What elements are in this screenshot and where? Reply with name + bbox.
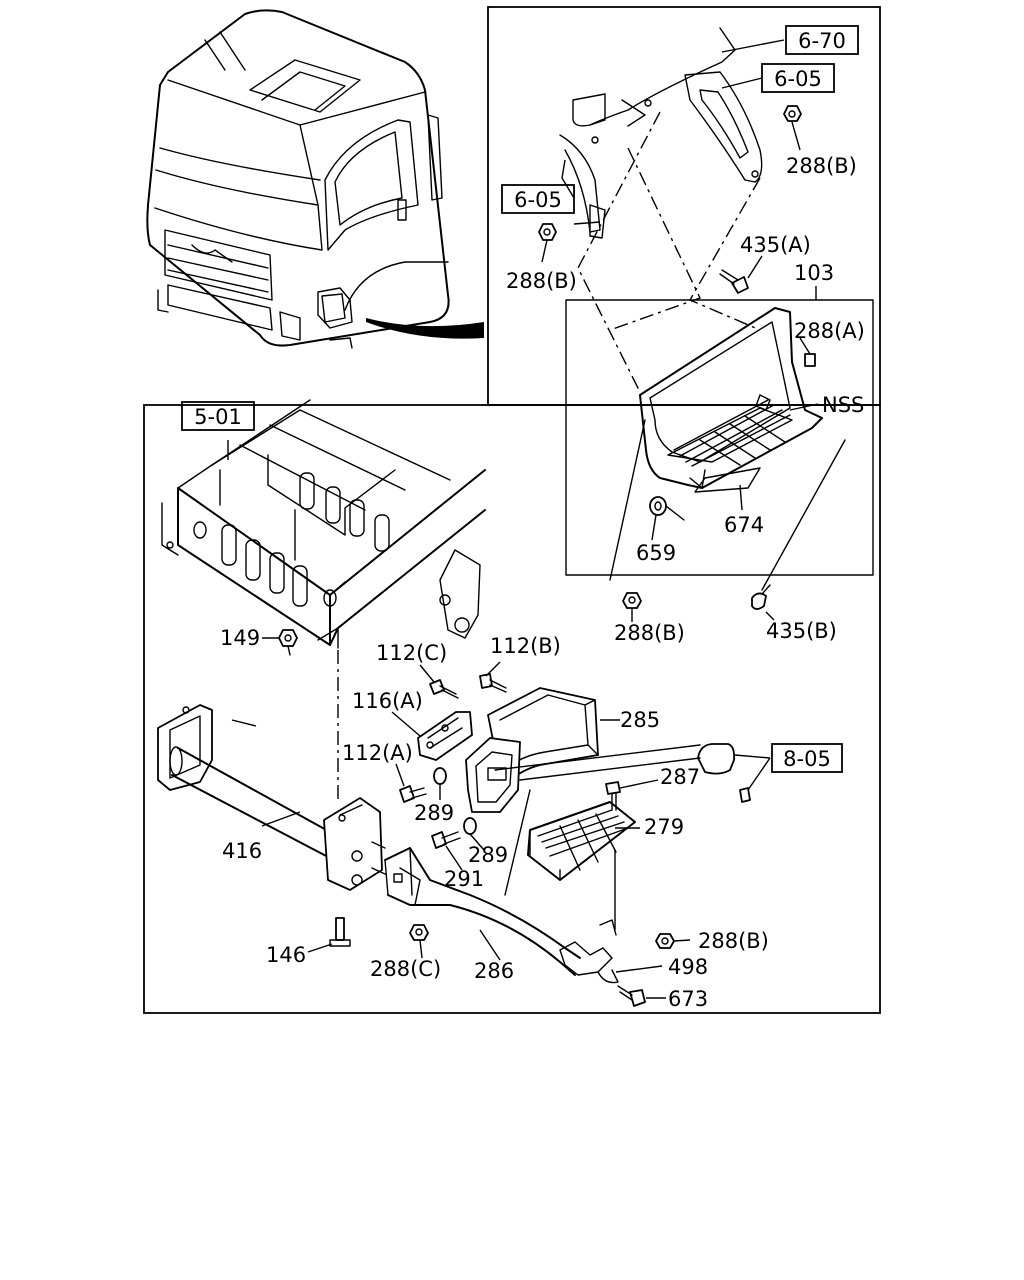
svg-text:6-05: 6-05 (514, 188, 562, 212)
label-659: 659 (636, 541, 676, 565)
ref-box-6-05-upper: 6-05 (761, 63, 835, 93)
label-nss: NSS (822, 393, 864, 417)
label-435b: 435(B) (766, 619, 837, 643)
ref-box-6-70: 6-70 (785, 25, 859, 55)
ref-box-5-01: 5-01 (181, 401, 255, 431)
label-673: 673 (668, 987, 708, 1011)
label-112b: 112(B) (490, 634, 561, 658)
label-285: 285 (620, 708, 660, 732)
label-288c: 288(C) (370, 957, 441, 981)
leader-lines (227, 39, 819, 999)
section-reference-boxes: 6-70 6-05 6-05 5-01 8-05 (181, 25, 859, 773)
label-289: 289 (468, 843, 508, 867)
label-112a: 112(A) (342, 741, 413, 765)
label-288a: 288(A) (794, 319, 865, 343)
diagram-frames (143, 6, 881, 1014)
step-assembly-drawing (609, 269, 846, 610)
part-labels: 288(B) 288(B) 435(A) 103 288(A) NSS 674 … (220, 154, 865, 1011)
label-416: 416 (222, 839, 262, 863)
label-288b: 288(B) (614, 621, 685, 645)
label-288b: 288(B) (786, 154, 857, 178)
label-279: 279 (644, 815, 684, 839)
svg-text:5-01: 5-01 (194, 405, 242, 429)
label-289: 289 (414, 801, 454, 825)
label-498: 498 (668, 955, 708, 979)
label-103: 103 (794, 261, 834, 285)
label-291: 291 (444, 867, 484, 891)
label-288b: 288(B) (698, 929, 769, 953)
label-116a: 116(A) (352, 689, 423, 713)
label-435a: 435(A) (740, 233, 811, 257)
label-674: 674 (724, 513, 764, 537)
label-149: 149 (220, 626, 260, 650)
step-assembly-box (565, 299, 874, 576)
label-287: 287 (660, 765, 700, 789)
label-288b: 288(B) (506, 269, 577, 293)
svg-text:6-70: 6-70 (798, 29, 846, 53)
ref-box-6-05-left: 6-05 (501, 184, 575, 214)
label-146: 146 (266, 943, 306, 967)
truck-cab-drawing (146, 9, 484, 349)
step-support-drawing (157, 673, 751, 1007)
label-112c: 112(C) (376, 641, 447, 665)
svg-text:6-05: 6-05 (774, 67, 822, 91)
frame-rail-drawing (161, 399, 486, 800)
ref-box-8-05: 8-05 (771, 743, 843, 773)
svg-text:8-05: 8-05 (783, 747, 831, 771)
stay-brackets-drawing (538, 27, 802, 393)
label-286: 286 (474, 959, 514, 983)
main-frame (143, 404, 881, 1014)
